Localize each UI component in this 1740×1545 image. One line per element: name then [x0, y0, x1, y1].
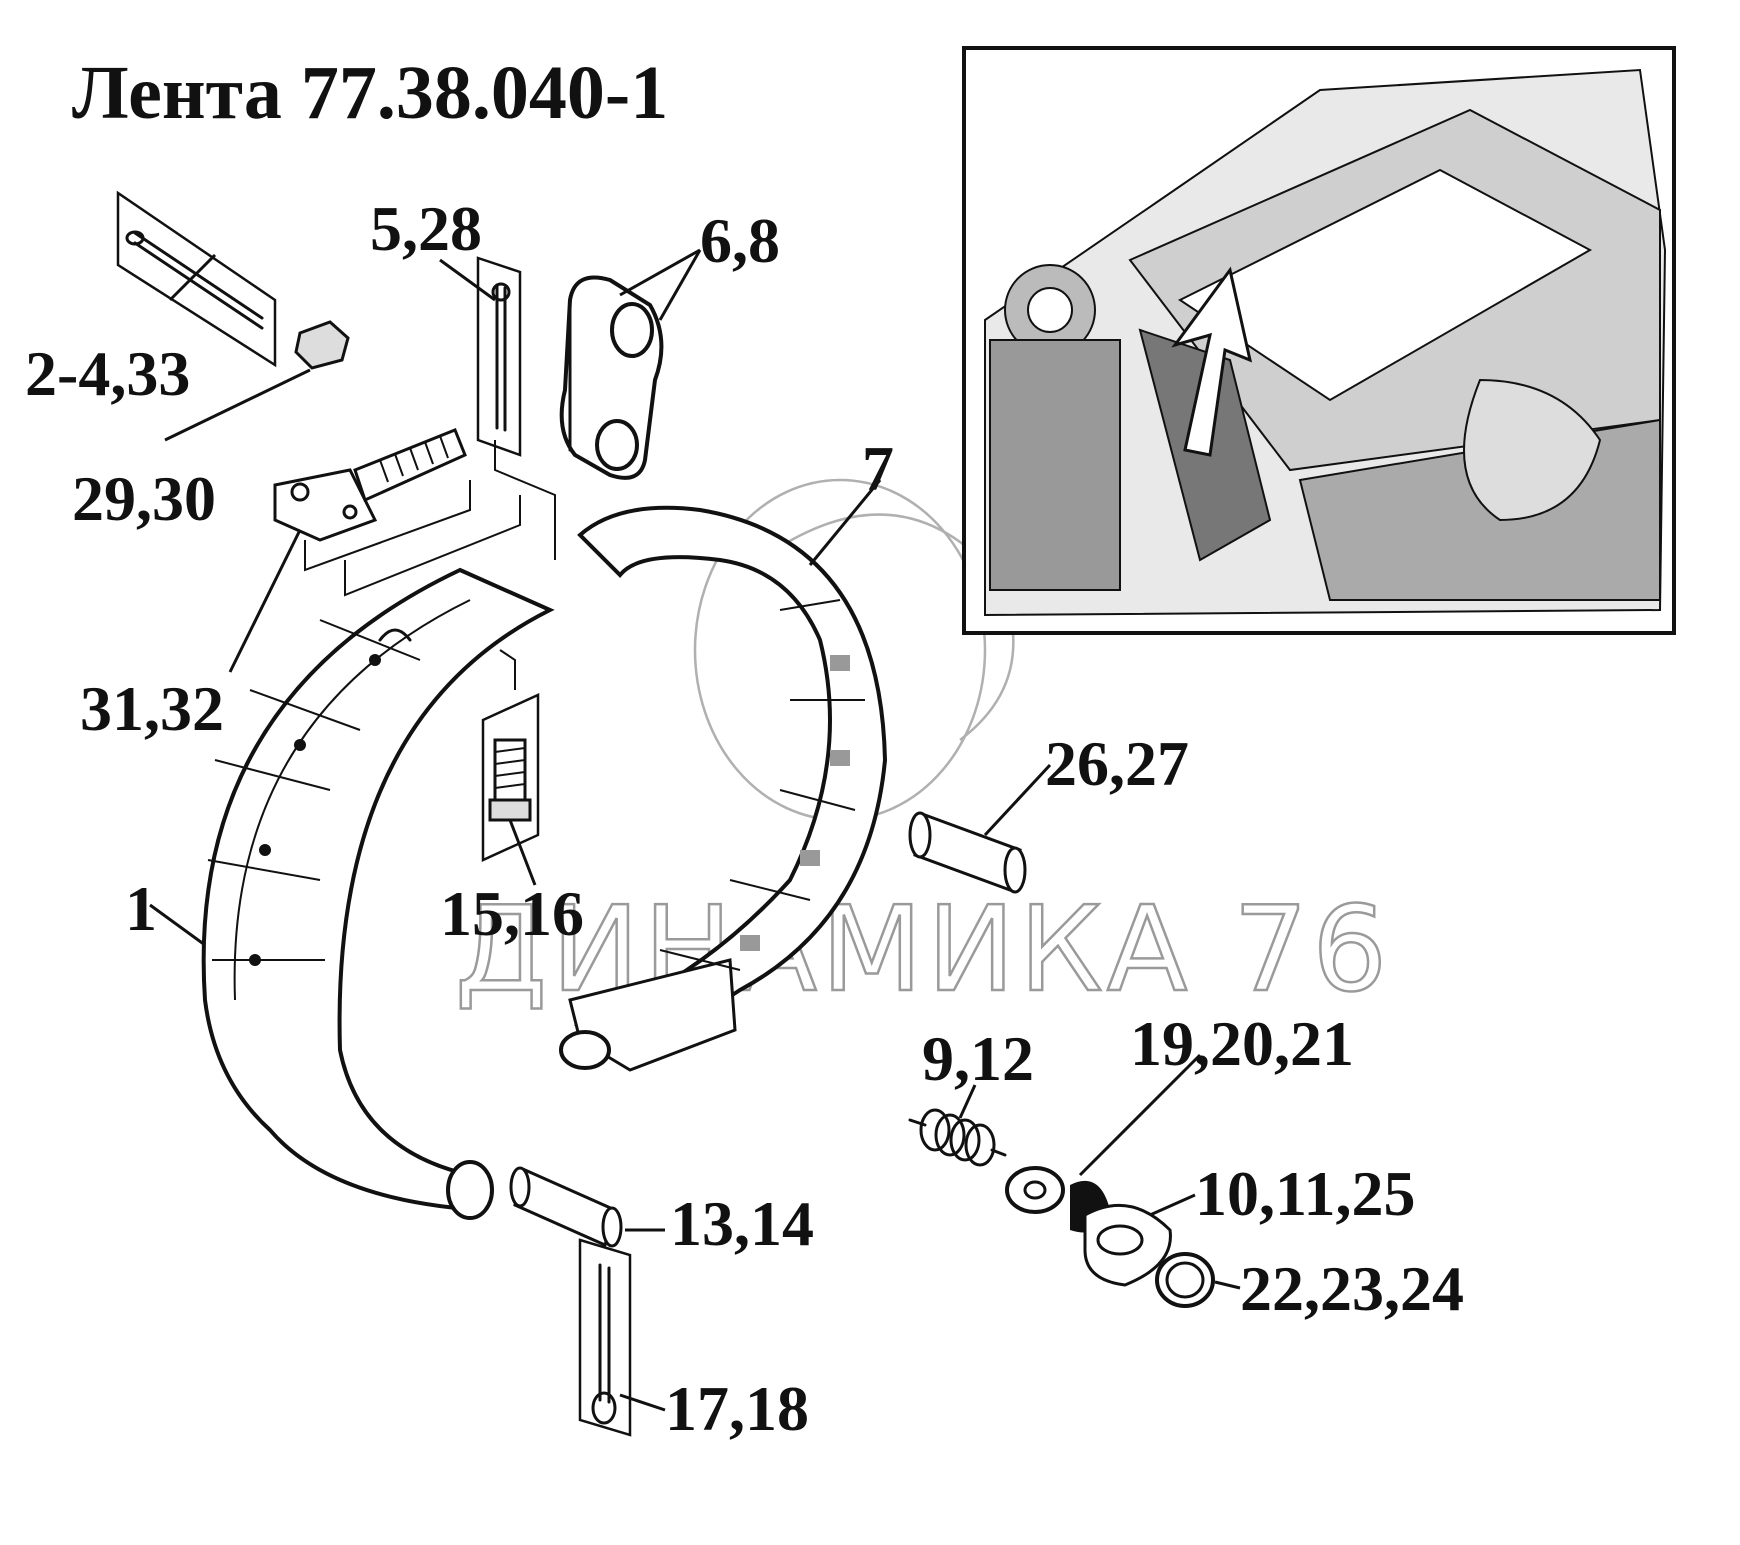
- callout-6-8: 6,8: [700, 205, 780, 276]
- part-cotter-pin-card: [116, 190, 350, 370]
- callout-9-12: 9,12: [922, 1023, 1034, 1094]
- callout-17-18: 17,18: [665, 1373, 809, 1444]
- callout-26-27: 26,27: [1045, 728, 1189, 799]
- part-bolt-card: [481, 649, 540, 862]
- part-link-bracket: [559, 275, 664, 480]
- inset-gearbox: [962, 46, 1676, 635]
- callout-7: 7: [862, 433, 894, 504]
- callout-31-32: 31,32: [80, 673, 224, 744]
- part-spring: [908, 1108, 1007, 1167]
- part-split-pin-card-lower: [578, 1238, 632, 1437]
- part-pin-26: [908, 811, 1027, 894]
- callout-1: 1: [125, 873, 157, 944]
- callout-5-28: 5,28: [370, 193, 482, 264]
- callout-19-20-21: 19,20,21: [1130, 1008, 1354, 1079]
- callout-29-30: 29,30: [72, 463, 216, 534]
- callout-10-11-25: 10,11,25: [1195, 1158, 1415, 1229]
- part-brake-band-left: [201, 567, 555, 1220]
- callout-labels: 1 2-4,33 29,30 31,32 5,28 6,8 7 15,16 26…: [25, 193, 1464, 1444]
- part-washers: [1005, 1166, 1215, 1308]
- callout-22-23-24: 22,23,24: [1240, 1253, 1464, 1324]
- part-pin-13: [509, 1166, 623, 1248]
- part-bolt-plate: [273, 428, 521, 597]
- callout-2-4-33: 2-4,33: [25, 338, 190, 409]
- diagram-title: Лента 77.38.040-1: [72, 51, 668, 135]
- location-arrow-icon: [1171, 266, 1253, 457]
- part-split-pin-card: [476, 256, 556, 560]
- part-brake-band-right: [559, 505, 888, 1072]
- callout-15-16: 15,16: [440, 878, 584, 949]
- nut-icon: [294, 320, 350, 370]
- callout-13-14: 13,14: [670, 1188, 814, 1259]
